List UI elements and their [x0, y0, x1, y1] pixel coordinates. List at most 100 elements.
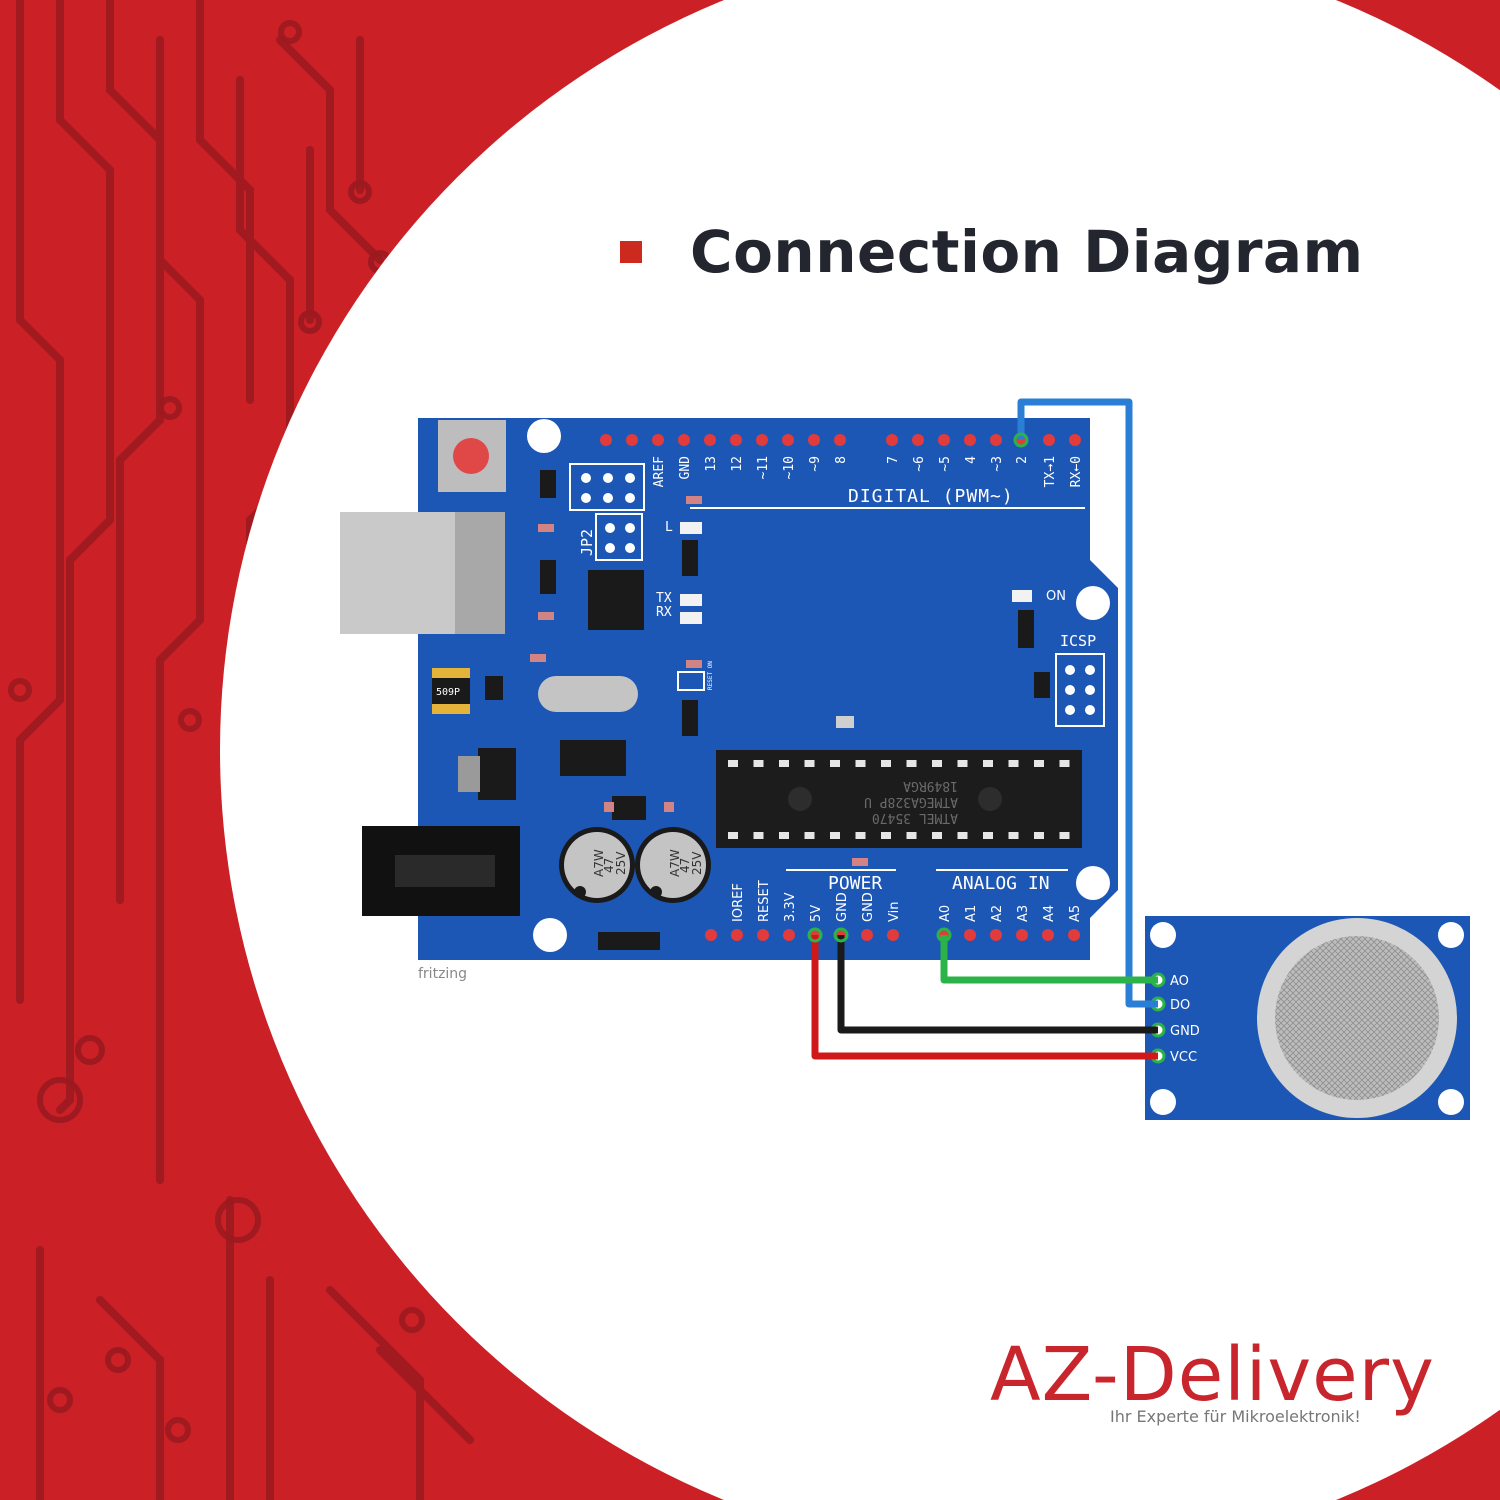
analog-pin-label: A1: [964, 905, 979, 922]
digital-pin: [652, 434, 664, 446]
brand-tagline: Ihr Experte für Mikroelektronik!: [1110, 1407, 1361, 1426]
smd-part: [852, 858, 868, 866]
digital-pin: [834, 434, 846, 446]
regulator-code: 509P: [436, 687, 460, 698]
transistor: [612, 796, 646, 820]
digital-pin: [912, 434, 924, 446]
chip-pin: [881, 760, 891, 767]
digital-pin: [782, 434, 794, 446]
digital-pin: [964, 434, 976, 446]
power-pin-label: IOREF: [731, 883, 746, 922]
analog-pin: [1068, 929, 1080, 941]
chip-pin: [932, 760, 942, 767]
atmega-chip: [716, 750, 1082, 848]
on-label: ON: [1046, 589, 1066, 604]
digital-pin-label: 12: [730, 456, 745, 472]
analog-pin-label: A2: [990, 905, 1005, 922]
chip-pin: [753, 760, 764, 767]
chip-pin: [983, 832, 993, 839]
icsp-pins: [1065, 665, 1095, 715]
sensor-pin-label: GND: [1170, 1024, 1200, 1039]
digital-pin-label: ~11: [756, 456, 771, 479]
chip-pin: [830, 760, 840, 767]
chip-pin: [855, 832, 866, 839]
digital-pin: [938, 434, 950, 446]
jp2-label: JP2: [578, 529, 596, 556]
wire-ao-to-a0: [940, 935, 1158, 984]
wire-endpoints: [807, 432, 1029, 943]
page-title: Connection Diagram: [690, 218, 1364, 286]
digital-pin: [1043, 434, 1055, 446]
power-pin-label: 5V: [809, 905, 824, 922]
chip-pin: [1059, 832, 1070, 839]
regulator-stripe: [432, 704, 470, 714]
digital-pin-label: 7: [886, 456, 901, 464]
power-jack-inner: [395, 855, 495, 887]
digital-pin: [730, 434, 742, 446]
chip-pin: [728, 832, 738, 839]
mounting-hole: [533, 918, 567, 952]
chip-pins: [728, 760, 1070, 839]
chip-pin: [1034, 760, 1044, 767]
digital-pin: [704, 434, 716, 446]
chip-pin: [881, 832, 891, 839]
digital-pin-label: ~5: [938, 456, 953, 472]
digital-pin-label: AREF: [652, 456, 667, 487]
diode: [540, 470, 556, 498]
smd-part: [836, 716, 854, 728]
chip-pin: [1008, 760, 1019, 767]
chip-pin: [830, 832, 840, 839]
digital-pin: [600, 434, 612, 446]
power-pin: [731, 929, 743, 941]
power-pin: [757, 929, 769, 941]
wire-vcc-to-5v: [811, 935, 1158, 1060]
power-pin-label: GND: [835, 892, 850, 922]
jp2-header: [595, 513, 643, 561]
digital-pin-label: GND: [678, 456, 693, 480]
sensor-pin-label: AO: [1170, 974, 1189, 989]
fuse: [598, 932, 660, 950]
digital-pin-label: ~10: [782, 456, 797, 479]
resistor-array: [1018, 610, 1034, 648]
chip-pin: [957, 760, 968, 767]
digital-pin: [808, 434, 820, 446]
capacitor-1: A7W 47 25V: [559, 827, 635, 903]
brand-name: AZ-Delivery: [990, 1332, 1435, 1418]
led-l-label: L: [665, 520, 673, 535]
power-pin: [887, 929, 899, 941]
chip-pin: [1059, 760, 1070, 767]
digital-pin: [886, 434, 898, 446]
chip-text-1: ATMEL 35470: [872, 810, 958, 825]
circuit-traces: [16, 0, 474, 1500]
digital-pin-label: 13: [704, 456, 719, 472]
cap-1-line-3: 25V: [614, 851, 628, 875]
analog-pin-label: A0: [938, 905, 953, 922]
digital-pin: [626, 434, 638, 446]
analog-pin-label: A3: [1016, 905, 1031, 922]
sensor-mounting-hole: [1150, 922, 1176, 948]
fritzing-label: fritzing: [418, 966, 468, 982]
reset-button-cap: [453, 438, 489, 474]
az-delivery-logo: AZ-Delivery Ihr Experte für Mikroelektro…: [990, 1335, 1460, 1430]
sensor-mounting-hole: [1438, 1089, 1464, 1115]
power-pin-label: GND: [861, 892, 876, 922]
cap-1-line-1: A7W: [592, 849, 606, 877]
digital-pin: [678, 434, 690, 446]
chip-pin: [1034, 832, 1044, 839]
header-pins: [581, 473, 635, 503]
sensor-mounting-hole: [1438, 922, 1464, 948]
analog-pin: [1042, 929, 1054, 941]
tx-label: TX: [656, 591, 672, 606]
digital-pin-label: 8: [834, 456, 849, 464]
capacitor-2: A7W 47 25V: [635, 827, 711, 903]
digital-pin-label: TX→1: [1043, 456, 1058, 487]
analog-pin-label: A5: [1068, 905, 1083, 922]
sensor-pin-label: VCC: [1170, 1050, 1197, 1065]
digital-pin-label: 2: [1015, 456, 1030, 464]
led-l: [680, 522, 702, 534]
mounting-hole: [1076, 866, 1110, 900]
cap-1-line-2: 47: [602, 858, 616, 873]
op-amp-chip: [560, 740, 626, 776]
